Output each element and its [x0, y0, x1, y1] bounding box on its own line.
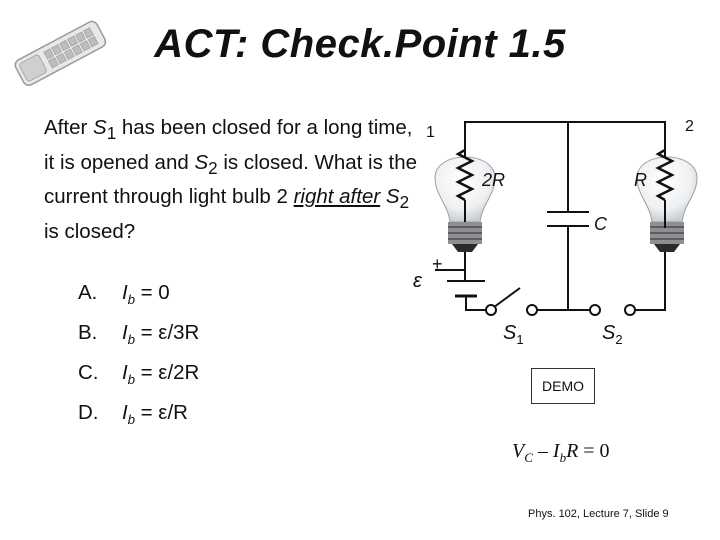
battery — [447, 280, 485, 298]
demo-box[interactable]: DEMO — [531, 368, 595, 404]
capacitor-label: C — [594, 214, 607, 234]
answer-choices: A. Ib = 0 B. Ib = ε/3R C. Ib = ε/2R D. I… — [78, 276, 199, 436]
slide-footer: Phys. 102, Lecture 7, Slide 9 — [528, 508, 669, 520]
light-bulb-2 — [636, 156, 698, 252]
choice-a[interactable]: A. Ib = 0 — [78, 281, 170, 308]
clicker-remote-icon — [14, 20, 107, 87]
switch-s1 — [485, 304, 538, 316]
switch-s2-label: S2 — [602, 322, 623, 347]
emf-label: ε — [413, 270, 422, 292]
battery-plus-sign: + — [432, 254, 443, 274]
choice-b[interactable]: B. Ib = ε/3R — [78, 321, 200, 348]
bulb-2-number: 2 — [685, 118, 694, 135]
light-bulb-1 — [434, 156, 496, 252]
capacitor — [547, 211, 589, 227]
resistor-2r-label: 2R — [482, 170, 506, 190]
question-text: After S1 has been closed for a long time… — [44, 116, 418, 243]
switch-s2 — [589, 304, 636, 316]
switch-s1-label: S1 — [503, 322, 524, 347]
resistor-r — [655, 148, 675, 202]
choice-d[interactable]: D. Ib = ε/R — [78, 401, 188, 428]
loop-equation: VC – IbR = 0 — [512, 440, 610, 465]
choice-c[interactable]: C. Ib = ε/2R — [78, 361, 200, 388]
bulb-1-number: 1 — [426, 124, 435, 141]
resistor-2r — [455, 148, 475, 202]
slide-title: ACT: Check.Point 1.5 — [154, 22, 566, 66]
resistor-r-label: R — [634, 170, 647, 190]
